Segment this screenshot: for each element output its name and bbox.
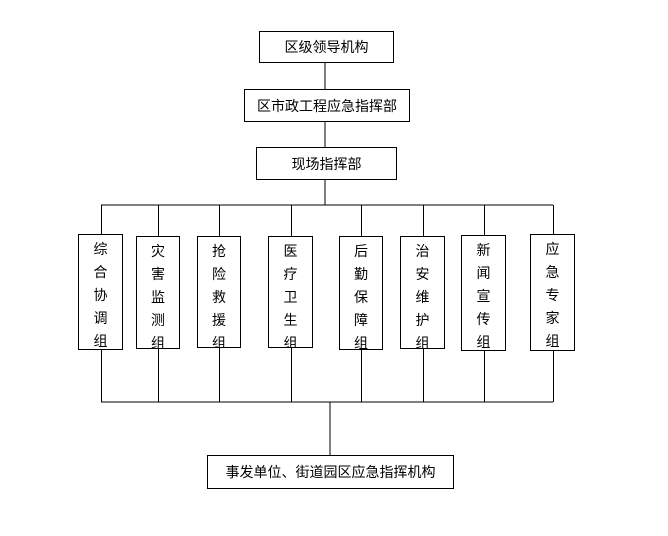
group-box-5: 治安维护组 [400,236,445,349]
command-headquarters-label: 区市政工程应急指挥部 [257,98,397,115]
group-label-3: 医疗卫生组 [283,244,298,348]
group-box-0: 综合协调组 [78,234,123,350]
group-box-2: 抢险救援组 [197,236,241,348]
group-label-6: 新闻宣传组 [476,243,491,351]
group-label-1: 灾害监测组 [151,244,165,349]
group-label-7: 应急专家组 [545,242,560,350]
top-leadership-label: 区级领导机构 [284,40,369,56]
group-box-3: 医疗卫生组 [268,236,313,348]
site-command-box: 现场指挥部 [256,147,397,180]
group-box-4: 后勤保障组 [339,236,383,350]
site-command-label: 现场指挥部 [291,156,362,173]
group-label-2: 抢险救援组 [212,244,226,348]
group-label-4: 后勤保障组 [354,244,368,350]
bottom-agency-label: 事发单位、街道园区应急指挥机构 [225,465,436,481]
group-box-1: 灾害监测组 [136,236,180,349]
group-box-6: 新闻宣传组 [461,235,506,351]
group-box-7: 应急专家组 [530,234,575,351]
command-headquarters-box: 区市政工程应急指挥部 [244,89,410,122]
group-label-0: 综合协调组 [93,242,108,350]
top-leadership-box: 区级领导机构 [259,31,394,63]
group-label-5: 治安维护组 [415,244,430,349]
bottom-agency-box: 事发单位、街道园区应急指挥机构 [207,455,454,489]
